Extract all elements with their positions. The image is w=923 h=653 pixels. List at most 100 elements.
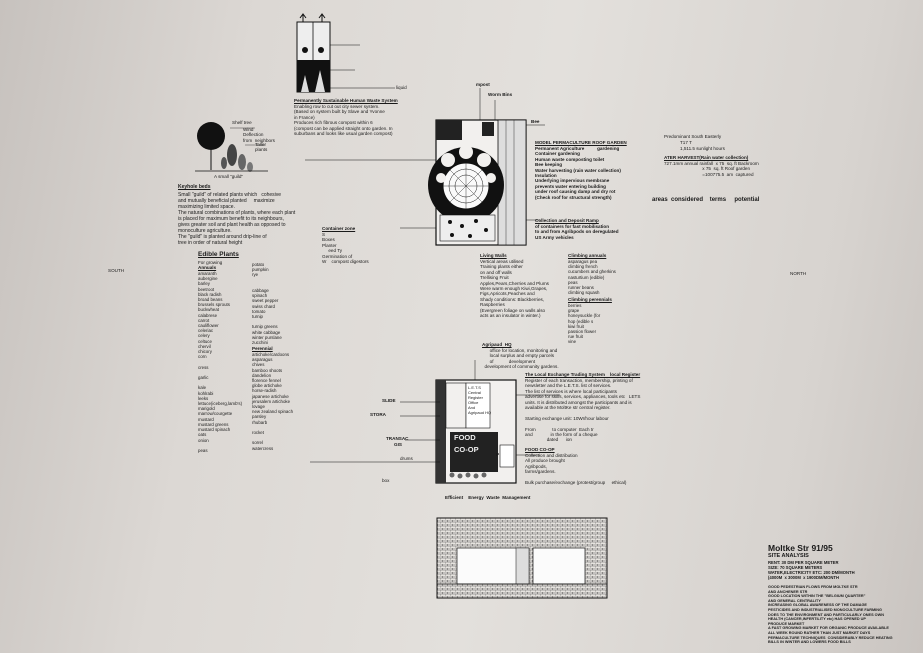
coop-body: Collection and distribution All produce …	[525, 453, 627, 486]
agripaud-title: Agripaud HQ	[482, 342, 512, 347]
list-item: pumpkin	[252, 267, 269, 273]
list-item: oats	[198, 432, 207, 438]
keyhole-wind-label: Wind Deflection from neighbors	[243, 127, 275, 143]
rain-harvest-title: ATER HARVEST(Rain water collection)	[664, 155, 749, 160]
list-item: rye	[252, 272, 259, 278]
keyhole-guild-sketch	[195, 122, 268, 172]
list-item: broad beans	[198, 297, 223, 303]
list-item: cabbage	[252, 288, 269, 294]
list-item: tomato	[252, 308, 266, 314]
agripaud-body: office for location, monitoring and loca…	[484, 348, 559, 370]
list-item: jerusalem artichoke	[252, 398, 291, 404]
lets-body: Register of each transaction, membership…	[525, 378, 641, 443]
management-label: Efficient Energy Waste Management	[445, 495, 531, 500]
rain-harvest-figures: 727.1mm annual rainfall x 75 sq. ft Back…	[664, 161, 759, 177]
gis-label: GIS	[394, 442, 402, 447]
list-item: mustard greens	[198, 421, 229, 427]
list-item: calabrese	[198, 312, 218, 318]
list-item: watercress	[252, 445, 274, 451]
living-walls-title: Living Walls	[480, 253, 507, 258]
list-item: horse-radish	[252, 388, 277, 394]
roof-garden-title: MODEL PERMACULTURE ROOF GARDEN	[535, 140, 627, 145]
ramp-title: Collection and Deposit Ramp	[535, 218, 599, 223]
food-coop-plan	[310, 360, 560, 484]
list-item: garlic	[198, 375, 209, 381]
list-item: corn	[198, 354, 207, 360]
coop-title: FOOD CO-OP	[525, 447, 555, 452]
worm-bins-label: Worm Bins	[488, 92, 513, 97]
list-item: turnip greens	[252, 324, 278, 330]
list-item: climbing squash	[568, 290, 600, 296]
areas-potential-line: areas considered terms potential	[652, 197, 760, 203]
list-item: grape	[568, 308, 580, 314]
lets-office-label: L.E.T.S Central Register Office And Agri…	[468, 385, 492, 415]
drums-label: drums	[400, 456, 413, 461]
solar-line-3: 1,511.5 sunlight hours	[680, 146, 725, 151]
container-zone-body: S Boxes Planter eed Ty Germination of W …	[322, 232, 369, 265]
list-item: rhubarb	[252, 419, 268, 425]
list-item: lettuce(iceberg,lamb's)	[198, 401, 243, 407]
list-item: vine	[568, 339, 577, 345]
roof-garden-body: Permanent Agriculture gardening Containe…	[535, 146, 621, 200]
list-item: beetroot	[198, 286, 215, 292]
list-item: onion	[198, 437, 209, 443]
list-item: nasturtium (edible)	[568, 274, 605, 280]
storage-label: STORA	[370, 412, 386, 417]
list-item: cucumbers and gherkins	[568, 269, 616, 275]
waste-liquid-label: liquid	[396, 85, 407, 90]
roof-garden-plan	[305, 88, 545, 246]
coop-plan-label: CO-OP	[454, 445, 479, 454]
list-item: lovage	[252, 404, 265, 410]
list-item: sorrel	[252, 440, 263, 446]
list-item: climbing french	[568, 264, 598, 270]
container-zone-title: Container zone	[322, 226, 356, 231]
list-item: kohlrabi	[198, 390, 214, 396]
transaction-label: TRANSAC	[386, 436, 409, 441]
box-label: box	[382, 478, 390, 483]
slide-label: SLIDE	[382, 398, 396, 403]
list-item: zucchini	[252, 340, 268, 346]
list-item: bamboo shoots	[252, 367, 283, 373]
annuals-heading: Annuals	[198, 265, 217, 270]
waste-system-body: Enabling row to cut out city sewer syste…	[294, 104, 393, 137]
solar-line-1: Predominant South Easterly	[664, 134, 722, 139]
list-item: japanese artichoke	[252, 393, 289, 399]
edible-plants-title: Edible Plants	[198, 251, 239, 258]
solar-line-2: T17 T	[680, 140, 692, 145]
perennial-heading: Perennial	[252, 346, 273, 351]
list-item: parsley	[252, 414, 267, 420]
list-item: rue fruit	[568, 334, 583, 340]
list-item: peas	[568, 279, 578, 285]
list-item: chives	[252, 362, 265, 368]
list-item: asparagus	[252, 357, 273, 363]
food-label: FOOD	[454, 433, 476, 442]
list-item: new zealand spinach	[252, 409, 294, 415]
keyhole-caption: A small "guild"	[214, 174, 244, 179]
list-item: berries	[568, 303, 582, 308]
list-item: florence fennel	[252, 378, 281, 384]
compass-south: SOUTH	[108, 268, 125, 273]
lets-title: The Local Exchange Trading System local …	[525, 372, 641, 377]
ramp-body: of containers for fast mobilisation to a…	[535, 224, 619, 240]
list-item: barley	[198, 281, 210, 287]
list-item: cauliflower	[198, 323, 219, 329]
list-item: brussels sprouts	[198, 302, 230, 308]
keyhole-shade-label: Shelf tree	[232, 120, 252, 125]
list-item: cress	[198, 364, 209, 370]
list-item: amaranth	[198, 271, 217, 276]
list-item: celery	[198, 333, 210, 339]
site-subtitle: SITE ANALYSIS	[768, 553, 809, 559]
site-title: Moltke Str 91/95	[768, 543, 833, 553]
list-item: marrow/courgette	[198, 411, 233, 417]
list-item: black radish	[198, 291, 222, 297]
keyhole-tall-label: Taller plants	[255, 142, 268, 153]
list-item: swiss chard	[252, 303, 275, 309]
list-item: buckwheat	[198, 307, 219, 313]
keyhole-body: Small "guild" of related plants which co…	[178, 192, 296, 246]
list-item: aubergine	[198, 276, 218, 282]
list-item: passion flower	[568, 329, 597, 335]
